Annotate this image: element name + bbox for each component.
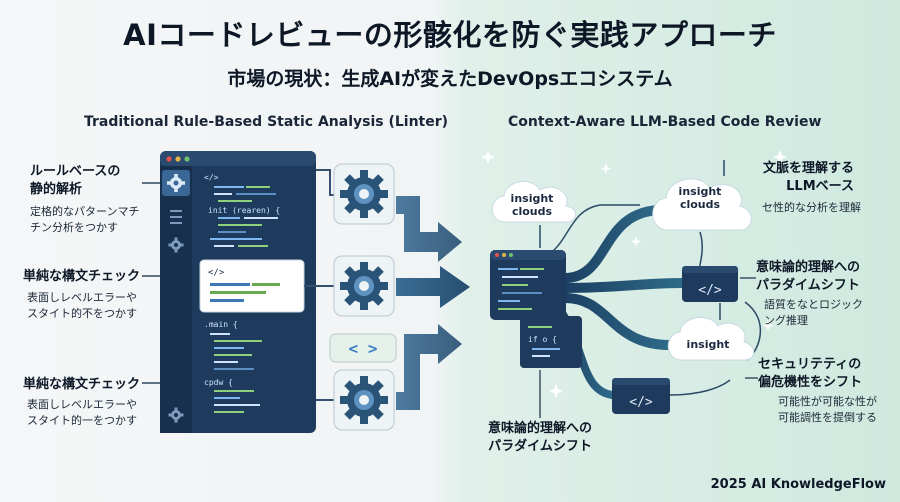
code-tag-icon: </> <box>698 283 722 298</box>
cloud-label: insight <box>687 338 730 351</box>
editor-gear-connectors <box>304 169 334 401</box>
code-tag: </> <box>204 173 219 182</box>
gear-tile-1 <box>333 163 395 225</box>
gear-icon <box>168 237 184 253</box>
right-item-2-title: 意味論的理解へのパラダイムシフト <box>756 260 861 293</box>
page-subtitle: 市場の現状：生成AIが変えたDevOpsエコシステム <box>227 68 673 90</box>
code-tag-window-1: </> <box>682 266 738 302</box>
right-item-3-desc: 可能性が可能な性が可能調性を提倒する <box>778 395 877 424</box>
transition-arrows <box>396 196 470 410</box>
gear-icon <box>167 174 185 192</box>
gear-icon <box>340 262 388 310</box>
left-item-2-title: 単純な構文チェック <box>23 269 141 284</box>
left-section-heading: Traditional Rule-Based Static Analysis (… <box>84 114 449 130</box>
small-editor-window: if o { <box>520 316 582 368</box>
gear-icon <box>168 407 184 423</box>
right-item-2-desc: 語質をなとロジックング推理 <box>764 298 863 327</box>
bottom-paradigm-label: 意味論的理解へのパラダイムシフト <box>487 421 592 454</box>
left-item-1-desc: 定格的なパターンマチチン分析をつかす <box>30 205 140 234</box>
right-section-heading: Context-Aware LLM-Based Code Review <box>508 114 822 130</box>
code-line: init (rearen) { <box>208 206 280 215</box>
line: ルールベースの静的解析 <box>30 164 121 197</box>
left-item-2-desc: 表面しレベルエラーやスタイト的不をつかす <box>27 291 137 320</box>
left-item-1-title: ルールベースの静的解析 <box>30 163 150 199</box>
gear-icon <box>340 376 388 424</box>
cloud-label-line1: insight <box>511 192 554 205</box>
gear-tile-2 <box>333 255 395 317</box>
code-line: cpdw { <box>204 378 233 387</box>
code-brackets-icon: < > <box>349 339 378 358</box>
highlighted-snippet-card: </> <box>199 259 305 313</box>
cloud-label-line2: clouds <box>512 205 553 218</box>
gear-icon <box>340 170 388 218</box>
cloud-label-line1: insight <box>679 185 722 198</box>
code-tag-icon: </> <box>629 395 653 410</box>
page-title: AIコードレビューの形骸化を防ぐ実践アプローチ <box>123 18 777 52</box>
list-icon <box>170 210 182 224</box>
gear-tile-3 <box>333 369 395 431</box>
code-lines <box>210 186 278 413</box>
code-line: .main { <box>204 320 238 329</box>
footer-credit: 2025 AI KnowledgeFlow <box>710 477 886 492</box>
left-item-3-desc: 表面しレベルエラーやスタイト的一をつかす <box>27 398 137 427</box>
bracket-tile: < > <box>329 333 397 363</box>
insight-cloud-1: insight clouds <box>491 181 577 223</box>
right-item-1-desc: セ性的な分析を理解 <box>762 201 861 214</box>
right-pointer-lines <box>539 277 758 418</box>
code-tag-window-2: </> <box>612 378 670 414</box>
llm-editor-window <box>490 250 566 320</box>
right-item-3-title: セキュリテティの偏危機性をシフト <box>758 357 863 390</box>
sparkle-icons <box>481 150 787 398</box>
insight-cloud-2: insight clouds <box>652 178 752 231</box>
cloud-label-line2: clouds <box>680 198 721 211</box>
insight-cloud-3: insight <box>667 317 755 361</box>
code-line: if o { <box>528 335 557 344</box>
code-tag: </> <box>208 268 225 278</box>
left-item-3-title: 単純な構文チェック <box>23 377 141 392</box>
